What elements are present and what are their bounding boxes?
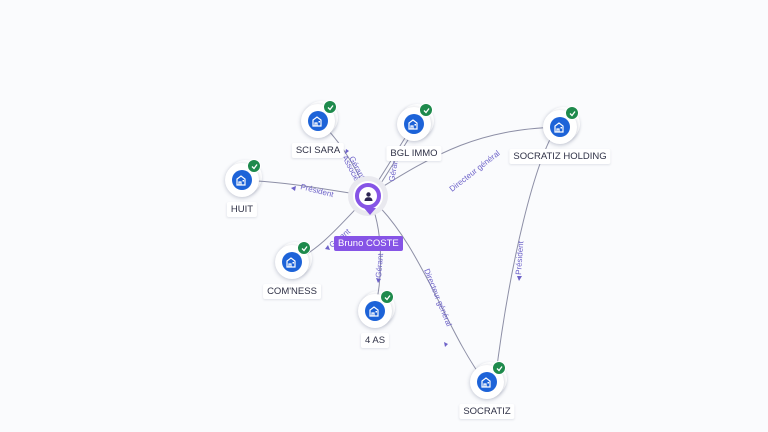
building-icon (282, 252, 302, 272)
company-label: COM'NESS (263, 284, 321, 299)
edge-label-huit: Président (300, 182, 336, 199)
check-icon (492, 361, 506, 375)
edge-holding-socratiz (494, 126, 558, 383)
company-label: 4 AS (360, 333, 390, 348)
arrow-huit (291, 186, 296, 191)
check-icon (247, 159, 261, 173)
arrow-socratiz (444, 342, 448, 347)
building-icon (308, 111, 328, 131)
check-icon (565, 106, 579, 120)
edge-socratiz (367, 195, 486, 383)
company-label: BGL IMMO (386, 146, 442, 161)
check-icon (297, 241, 311, 255)
edge-socratiz-holding (367, 126, 558, 197)
arrow-sci-sara (345, 149, 349, 154)
company-label: SOCRATIZ HOLDING (509, 149, 611, 164)
arrow-4as (376, 278, 381, 283)
edge-label-4as: Gérant (374, 252, 385, 278)
edge-label-bgl-immo: Gérant (387, 156, 400, 182)
building-icon (477, 372, 497, 392)
building-icon (365, 301, 385, 321)
arrow-comness (325, 245, 330, 250)
building-icon (550, 117, 570, 137)
person-name: Bruno COSTE (334, 236, 403, 251)
company-label: HUIT (226, 202, 258, 217)
company-label: SOCRATIZ (459, 404, 515, 419)
person-icon (359, 187, 377, 205)
edge-label-holding-socratiz: Président (514, 240, 525, 275)
building-icon (404, 114, 424, 134)
company-label: SCI SARA (291, 143, 345, 158)
arrow-holding-socratiz (517, 276, 522, 281)
check-icon (419, 103, 433, 117)
building-icon (232, 170, 252, 190)
edge-label-socratiz-holding: Directeur général (448, 149, 502, 194)
check-icon (323, 100, 337, 114)
edge-label-socratiz: Directeur général (422, 267, 453, 327)
person-pin[interactable] (353, 181, 383, 215)
check-icon (380, 290, 394, 304)
